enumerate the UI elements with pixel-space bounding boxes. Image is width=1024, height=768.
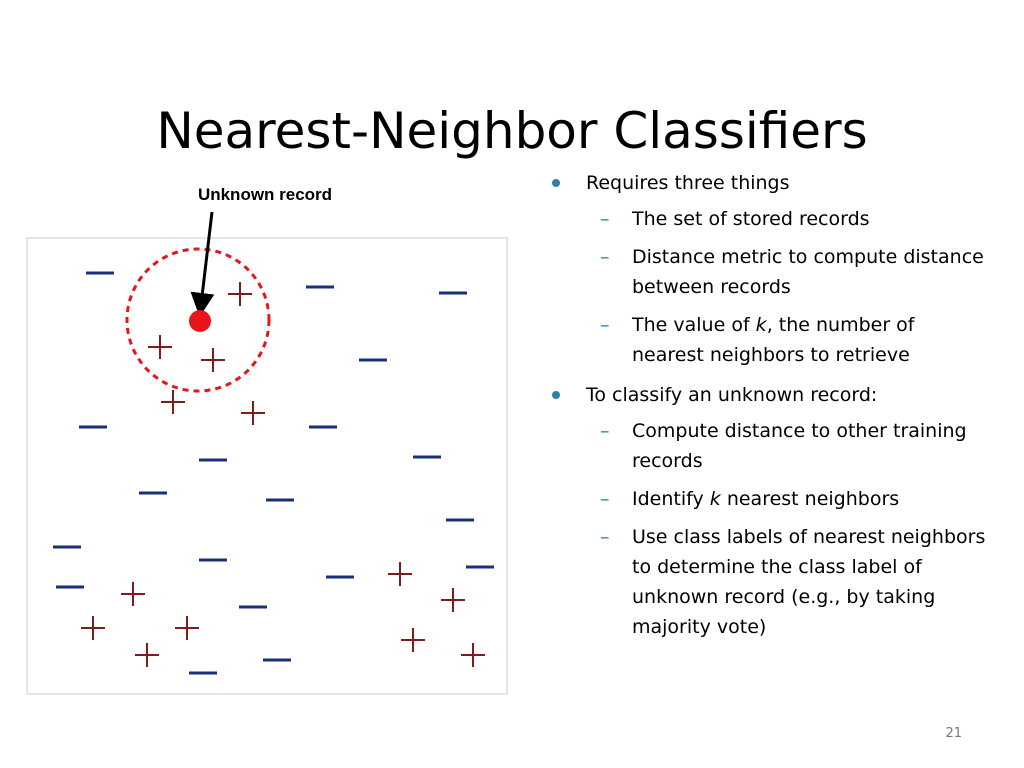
sub-text-rest: , the number of nearest neighbors to ret… — [632, 314, 915, 366]
bullet-item: Requires three things – The set of store… — [548, 168, 988, 370]
positive-record-plus-icon — [388, 562, 412, 586]
dash-icon: – — [600, 314, 610, 336]
sub-item: – Use class labels of nearest neighbors … — [586, 522, 988, 642]
sub-text: The set of stored records — [632, 208, 870, 230]
sub-text: Compute distance to other training recor… — [632, 420, 967, 472]
positive-record-plus-icon — [81, 616, 105, 640]
bullet-dot-icon — [552, 391, 560, 399]
positive-record-plus-icon — [461, 643, 485, 667]
sub-item: – The set of stored records — [586, 204, 988, 234]
positive-record-plus-icon — [228, 282, 252, 306]
positive-record-plus-icon — [201, 348, 225, 372]
unknown-record-label: Unknown record — [197, 185, 333, 204]
sub-text: Identify — [632, 488, 710, 510]
dash-icon: – — [600, 246, 610, 268]
sub-item: – Distance metric to compute distance be… — [586, 242, 988, 302]
sub-list: – Compute distance to other training rec… — [586, 416, 988, 642]
bullet-text: Requires three things — [586, 172, 790, 194]
positive-record-plus-icon — [401, 628, 425, 652]
positive-record-plus-icon — [135, 643, 159, 667]
annotation-arrow — [190, 211, 215, 317]
page-number: 21 — [945, 726, 962, 741]
plot-frame — [26, 237, 508, 695]
dash-icon: – — [600, 488, 610, 510]
sub-text: Use class labels of nearest neighbors to… — [632, 526, 986, 638]
sub-item: – The value of k, the number of nearest … — [586, 310, 988, 370]
bullet-dot-icon — [552, 179, 560, 187]
sub-text-rest: nearest neighbors — [720, 488, 900, 510]
bullet-item: To classify an unknown record: – Compute… — [548, 380, 988, 642]
positive-record-plus-icon — [175, 616, 199, 640]
bullet-text: To classify an unknown record: — [586, 384, 878, 406]
unknown-record-point — [189, 310, 211, 332]
sub-text: The value of — [632, 314, 756, 336]
scatter-plot — [26, 211, 508, 695]
knn-figure: Unknown record — [26, 185, 508, 695]
sub-text: Distance metric to compute distance betw… — [632, 246, 984, 298]
sub-text-emphasis: k — [755, 314, 767, 336]
dash-icon: – — [600, 420, 610, 442]
data-points — [53, 271, 494, 675]
slide-title: Nearest-Neighbor Classifiers — [156, 101, 868, 160]
positive-record-plus-icon — [441, 588, 465, 612]
positive-record-plus-icon — [241, 401, 265, 425]
positive-record-plus-icon — [161, 390, 185, 414]
positive-record-plus-icon — [121, 582, 145, 606]
sub-item: – Identify k nearest neighbors — [586, 484, 988, 514]
bullet-list: Requires three things – The set of store… — [548, 168, 988, 642]
dash-icon: – — [600, 526, 610, 548]
sub-text-emphasis: k — [709, 488, 721, 510]
positive-record-plus-icon — [148, 335, 172, 359]
sub-list: – The set of stored records – Distance m… — [586, 204, 988, 370]
dash-icon: – — [600, 208, 610, 230]
neighborhood-circle — [125, 247, 271, 393]
sub-item: – Compute distance to other training rec… — [586, 416, 988, 476]
